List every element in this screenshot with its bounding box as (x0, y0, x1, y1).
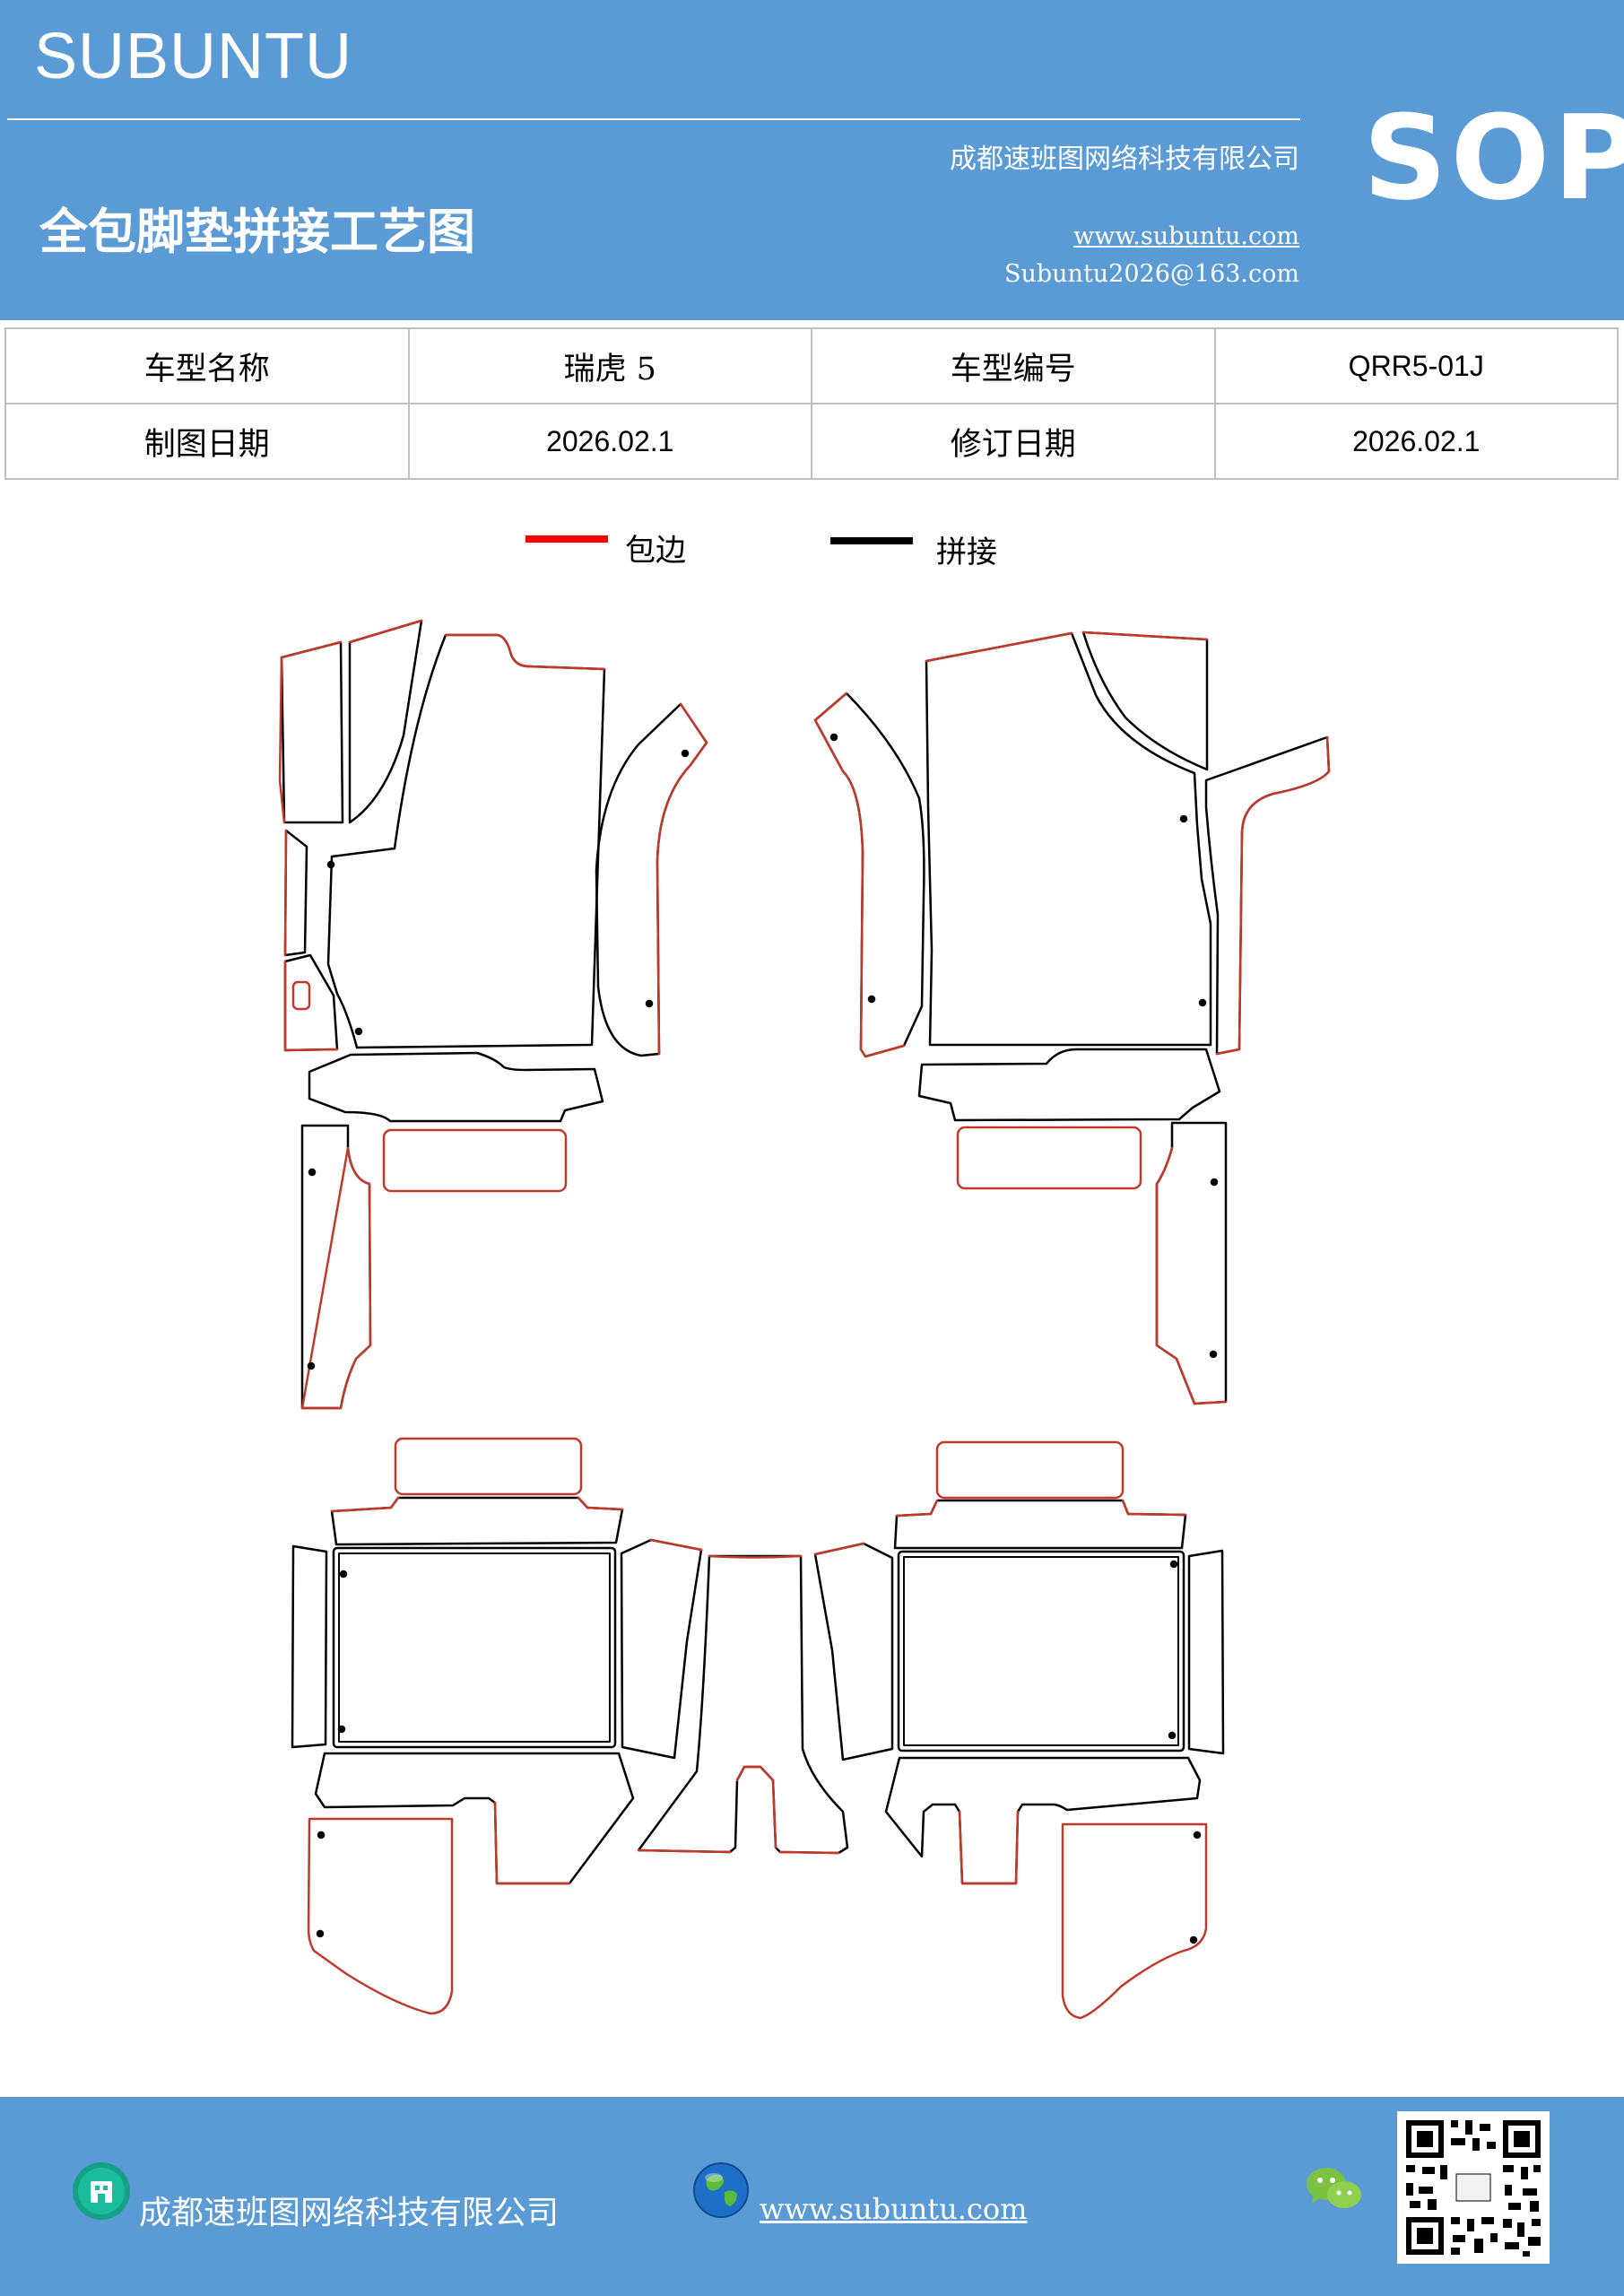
legend-seam-line (830, 537, 913, 544)
company-name: 成都速班图网络科技有限公司 (950, 144, 1299, 175)
footer-company-name: 成都速班图网络科技有限公司 (139, 2195, 560, 2231)
mat-piece (884, 1756, 1202, 1885)
mat-piece (382, 1128, 568, 1193)
wechat-icon (1307, 2168, 1361, 2208)
mat-piece (1081, 631, 1209, 771)
table-row: 车型名称 瑞虎 5 车型编号 QRR5-01J (4, 327, 1619, 404)
model-name-label: 车型名称 (4, 327, 410, 404)
mat-piece (330, 1496, 624, 1546)
qr-code (1397, 2111, 1550, 2264)
vehicle-info-table: 车型名称 瑞虎 5 车型编号 QRR5-01J 制图日期 2026.02.1 修… (4, 327, 1619, 480)
front-right-pieces (813, 631, 1331, 1405)
mat-piece (935, 1440, 1125, 1500)
legend-edge-line (525, 535, 608, 543)
footer-website-link[interactable]: www.subuntu.com (760, 2192, 1028, 2226)
mat-piece (308, 1051, 604, 1123)
rear-right-pieces (813, 1440, 1225, 2020)
rear-left-pieces (291, 1437, 703, 2015)
mat-piece (917, 1048, 1221, 1122)
mat-piece (307, 1817, 454, 2015)
legend-edge-label: 包边 (625, 533, 686, 569)
draw-date-value: 2026.02.1 (407, 403, 812, 480)
sop-badge: SOP (1363, 90, 1624, 226)
model-code-label: 车型编号 (811, 327, 1216, 404)
mat-piece (348, 619, 423, 824)
mat-piece (332, 1546, 617, 1749)
center-tunnel-piece (637, 1554, 849, 1855)
header-divider (7, 118, 1300, 120)
mat-piece (291, 980, 311, 1011)
revision-date-label: 修订日期 (811, 403, 1216, 480)
mat-piece (1187, 1549, 1225, 1755)
globe-icon (693, 2162, 749, 2218)
mat-piece (620, 1538, 703, 1760)
mat-piece (813, 1542, 894, 1761)
company-icon (73, 2162, 130, 2220)
mat-piece (1061, 1822, 1208, 2020)
table-row: 制图日期 2026.02.1 修订日期 2026.02.1 (4, 403, 1619, 480)
mat-piece (637, 1554, 849, 1855)
model-name-value: 瑞虎 5 (407, 327, 812, 404)
mat-piece (893, 1499, 1187, 1550)
email-address: Subuntu2026@163.com (1004, 260, 1299, 288)
model-code-value: QRR5-01J (1213, 327, 1619, 404)
mat-piece (394, 1437, 583, 1496)
draw-date-label: 制图日期 (4, 403, 410, 480)
legend-seam-label: 拼接 (936, 535, 997, 570)
revision-date-value: 2026.02.1 (1213, 403, 1619, 480)
brand-name: SUBUNTU (34, 21, 353, 92)
mat-piece (283, 829, 308, 957)
front-left-pieces (278, 619, 708, 1410)
mat-piece (897, 1550, 1185, 1752)
mat-piece (925, 631, 1212, 1047)
mat-piece (956, 1126, 1142, 1190)
mat-piece (1204, 735, 1331, 1056)
footer-banner: 成都速班图网络科技有限公司 www.subuntu.com (0, 2097, 1624, 2296)
mat-piece (291, 1544, 328, 1749)
mat-piece (280, 640, 344, 824)
mat-piece (326, 633, 606, 1049)
header-banner: SUBUNTU 成都速班图网络科技有限公司 全包脚垫拼接工艺图 www.subu… (0, 0, 1624, 320)
website-link[interactable]: www.subuntu.com (1073, 222, 1299, 250)
document-title: 全包脚垫拼接工艺图 (39, 204, 475, 260)
